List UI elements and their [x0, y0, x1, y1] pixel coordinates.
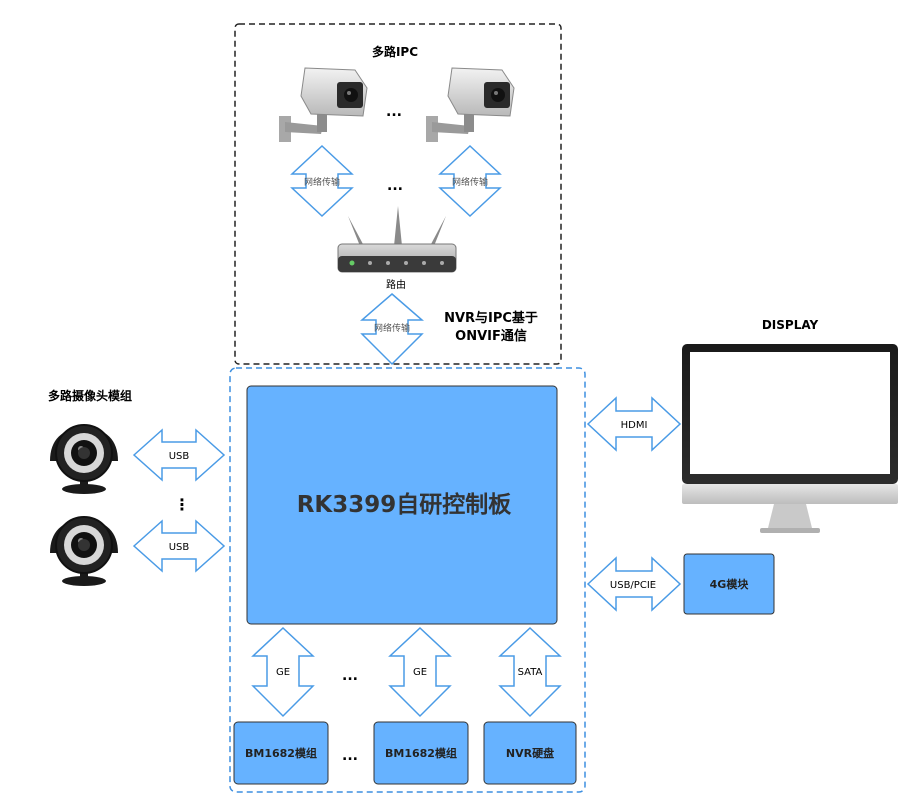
router-link-label: 网络传输: [374, 322, 410, 334]
ipc-link-arrow-left: [290, 144, 354, 218]
usb-pcie-label: USB/PCIE: [610, 580, 656, 591]
usb-pcie-arrow: [586, 556, 682, 612]
nvr-disk-label: NVR硬盘: [506, 746, 554, 760]
hdmi-label: HDMI: [621, 420, 648, 431]
ge-arrow-right: [388, 626, 452, 718]
ipc-group-title: 多路IPC: [372, 44, 418, 59]
bm1682-box-left: [233, 721, 329, 785]
camera-ellipsis: ⋮: [174, 495, 190, 514]
ipc-link-arrow-right: [438, 144, 502, 218]
sata-arrow: [498, 626, 562, 718]
ge-label-left: GE: [276, 667, 290, 678]
usb-arrow-bottom: [132, 519, 226, 573]
sata-label: SATA: [518, 667, 543, 678]
router-link-arrow: [359, 293, 425, 366]
ipc-link-label-left: 网络传输: [304, 176, 340, 188]
module-4g-label: 4G模块: [710, 577, 750, 591]
bm-ellipsis: ...: [342, 748, 358, 764]
ge-ellipsis: ...: [342, 668, 358, 684]
ge-arrow-left: [251, 626, 315, 718]
monitor-icon: [682, 344, 898, 533]
ipc-camera-icon-left: [279, 67, 368, 142]
bm1682-label-left: BM1682模组: [245, 746, 317, 760]
hdmi-arrow: [586, 396, 682, 452]
board-group-border: [229, 367, 586, 793]
onvif-note-line2: ONVIF通信: [455, 328, 527, 344]
bm1682-label-right: BM1682模组: [385, 746, 457, 760]
ge-label-right: GE: [413, 667, 427, 678]
onvif-note-line1: NVR与IPC基于: [444, 310, 538, 326]
camera-group-title: 多路摄像头模组: [48, 388, 132, 403]
main-board-box: [246, 385, 558, 625]
display-title: DISPLAY: [762, 318, 819, 332]
webcam-icon-bottom: [50, 516, 118, 586]
nvr-disk-box: [483, 721, 577, 785]
bm1682-box-right: [373, 721, 469, 785]
ipc-link-label-right: 网络传输: [452, 176, 488, 188]
main-board-label: RK3399自研控制板: [297, 491, 513, 518]
module-4g-box: [683, 553, 775, 615]
ipc-group-border: [234, 23, 562, 365]
ipc-ellipsis-mid: ...: [387, 178, 403, 194]
webcam-icon-top: [50, 424, 118, 494]
ipc-camera-icon-right: [426, 67, 515, 142]
router-icon: [337, 206, 457, 273]
usb-label-bottom: USB: [169, 542, 190, 553]
router-label: 路由: [386, 278, 406, 291]
ipc-ellipsis-top: ...: [386, 104, 402, 120]
usb-arrow-top: [132, 428, 226, 482]
usb-label-top: USB: [169, 451, 190, 462]
